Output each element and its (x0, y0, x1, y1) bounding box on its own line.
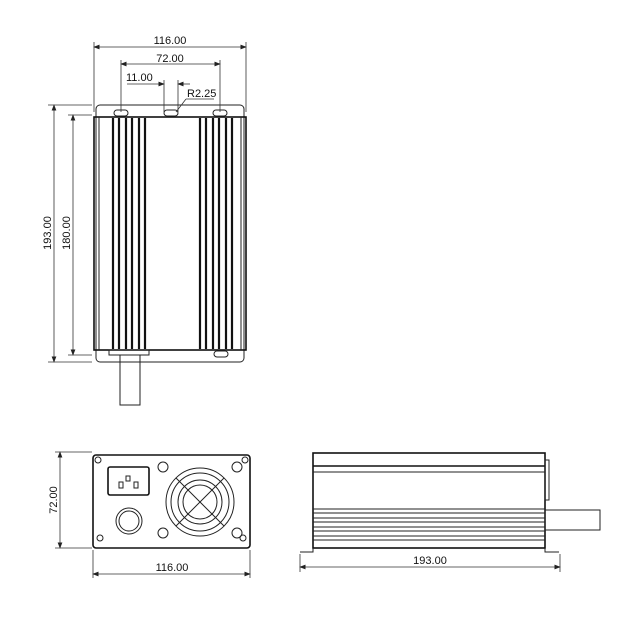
screws (94, 456, 249, 542)
side-length-label: 193.00 (413, 555, 447, 567)
power-switch (115, 507, 143, 535)
top-view: 116.00 72.00 11.00 R2.25 193.00 180.00 (42, 35, 247, 406)
fan-grille (165, 467, 235, 537)
side-flanges (300, 548, 559, 553)
output-cable (119, 354, 141, 406)
hole-spacing-label: 72.00 (156, 53, 184, 65)
total-length-label: 193.00 (42, 216, 54, 250)
switch-profile (544, 459, 550, 501)
side-view: 193.00 (299, 452, 601, 572)
mounting-flange (95, 104, 245, 363)
width-dimension-label: 116.00 (154, 35, 187, 47)
housing-body (93, 116, 247, 351)
front-panel (92, 454, 251, 549)
fins-left (111, 118, 147, 349)
side-housing (312, 452, 546, 549)
power-inlet-socket (107, 466, 150, 496)
mounting-slot (213, 350, 229, 358)
front-width-label: 116.00 (156, 562, 189, 574)
slot-offset-label: 11.00 (126, 72, 153, 84)
height-dimension-label: 72.00 (48, 486, 60, 514)
front-view: 72.00 116.00 (48, 451, 251, 578)
body-length-label: 180.00 (61, 216, 73, 250)
side-fins (313, 508, 545, 541)
side-cable (544, 509, 601, 531)
radius-label: R2.25 (187, 88, 216, 100)
fins-right (198, 118, 234, 349)
mounting-slot (163, 109, 179, 117)
